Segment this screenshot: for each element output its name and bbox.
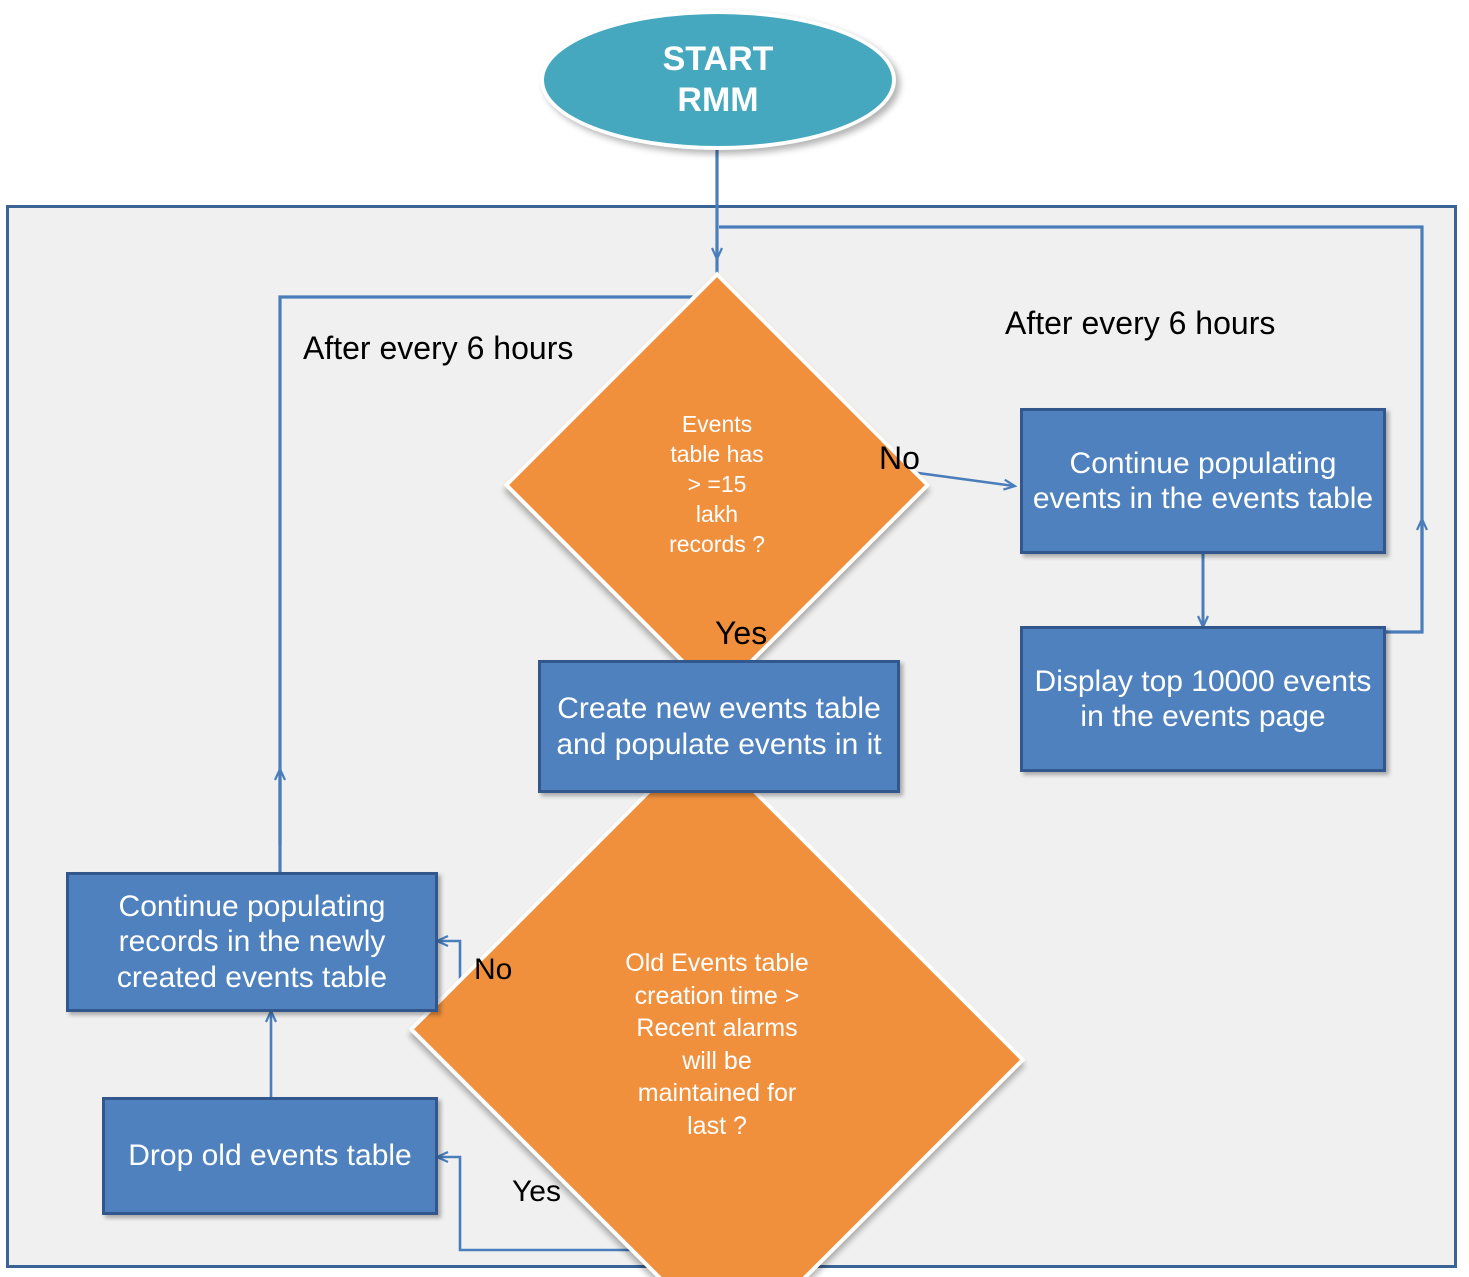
process-continue-new-table-label: Continue populating records in the newly… (116, 889, 388, 994)
label-decision1-yes: Yes (715, 615, 768, 651)
process-continue-new-table[interactable]: Continue populating records in the newly… (66, 872, 438, 1012)
label-decision2-yes: Yes (512, 1175, 561, 1208)
process-create-new-table-label: Create new events table and populate eve… (556, 692, 882, 761)
label-after-6-hours-left: After every 6 hours (303, 330, 574, 366)
decision-2-label: Old Events table creation time > Recent … (625, 949, 809, 1140)
start-terminator-label: START RMM (662, 39, 774, 119)
label-decision2-no: No (474, 953, 513, 986)
start-terminator[interactable]: START RMM (540, 10, 896, 150)
process-create-new-table[interactable]: Create new events table and populate eve… (538, 660, 900, 793)
label-after-6-hours-right: After every 6 hours (1005, 305, 1276, 341)
decision-1-label: Events table has > =15 lakh records ? (669, 411, 765, 557)
process-display-top-events[interactable]: Display top 10000 events in the events p… (1020, 626, 1386, 772)
label-decision1-no: No (879, 440, 920, 476)
process-drop-old-table-label: Drop old events table (128, 1139, 412, 1173)
process-continue-events-table-label: Continue populating events in the events… (1032, 446, 1374, 515)
decision-events-table-size[interactable]: Events table has > =15 lakh records ? (503, 271, 931, 699)
decision-old-table-retention[interactable]: Old Events table creation time > Recent … (408, 735, 1026, 1277)
process-drop-old-table[interactable]: Drop old events table (102, 1097, 438, 1215)
process-display-top-events-label: Display top 10000 events in the events p… (1034, 664, 1372, 733)
process-continue-events-table[interactable]: Continue populating events in the events… (1020, 408, 1386, 554)
